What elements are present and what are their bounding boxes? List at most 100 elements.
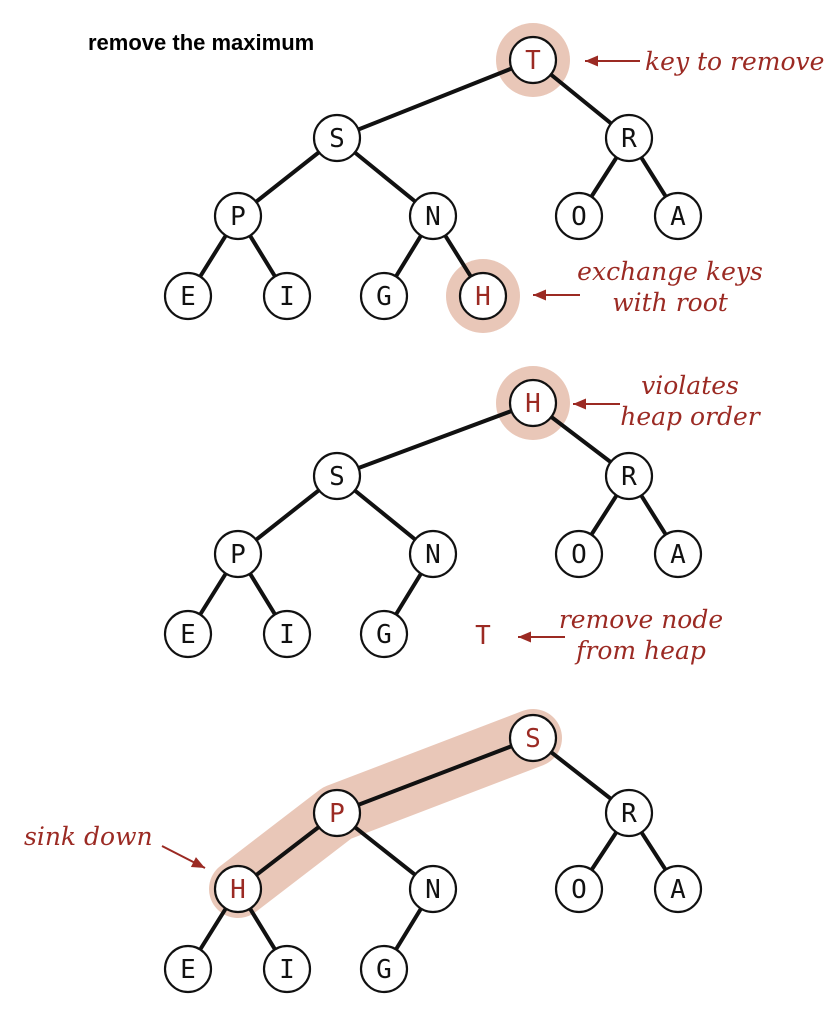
heap-node: H — [213, 864, 263, 914]
heap-node: A — [653, 191, 703, 241]
node-circle — [508, 713, 558, 763]
arrow-head-icon — [585, 55, 598, 67]
node-key: P — [230, 540, 246, 570]
heap-node: P — [213, 191, 263, 241]
node-circle — [408, 191, 458, 241]
arrow-head-icon — [190, 857, 205, 868]
node-key: O — [571, 875, 587, 905]
annotation-text: exchange keys — [577, 257, 763, 286]
heap-node: R — [604, 788, 654, 838]
node-key: R — [621, 124, 637, 154]
node-circle — [262, 944, 312, 994]
removed-key: T — [475, 621, 491, 651]
heap-node: G — [359, 609, 409, 659]
node-key: S — [329, 124, 345, 154]
heap-node: I — [262, 609, 312, 659]
heap-node: R — [604, 451, 654, 501]
node-circle — [312, 788, 362, 838]
tree-edge — [335, 58, 535, 140]
heap-node: P — [312, 788, 362, 838]
heap-node: H — [508, 378, 558, 428]
heap-node: G — [359, 271, 409, 321]
node-circle — [163, 944, 213, 994]
node-key: H — [230, 875, 246, 905]
heap-node: S — [508, 713, 558, 763]
heap-node: P — [213, 529, 263, 579]
node-circle — [163, 271, 213, 321]
heap-node: E — [163, 944, 213, 994]
node-key: A — [670, 875, 686, 905]
heap-node: N — [408, 191, 458, 241]
node-key: I — [279, 955, 295, 985]
node-circle — [359, 271, 409, 321]
heap-node: A — [653, 864, 703, 914]
heap-node: G — [359, 944, 409, 994]
node-key: E — [180, 620, 196, 650]
node-key: N — [425, 540, 441, 570]
heap-node: O — [554, 529, 604, 579]
node-circle — [312, 451, 362, 501]
node-key: E — [180, 955, 196, 985]
arrow-head-icon — [533, 289, 546, 301]
node-circle — [458, 271, 508, 321]
node-circle — [312, 113, 362, 163]
node-circle — [262, 271, 312, 321]
tree-edge — [335, 736, 535, 815]
node-circle — [508, 35, 558, 85]
node-circle — [604, 113, 654, 163]
tree-edge — [335, 401, 535, 478]
node-key: R — [621, 799, 637, 829]
node-key: E — [180, 282, 196, 312]
sink-path-highlight — [209, 709, 562, 918]
node-key: A — [670, 540, 686, 570]
node-circle — [408, 864, 458, 914]
heap-node: S — [312, 113, 362, 163]
node-key: I — [279, 282, 295, 312]
annotation: sink down — [24, 822, 206, 869]
node-key: R — [621, 462, 637, 492]
node-circle — [213, 864, 263, 914]
arrow-head-icon — [518, 631, 531, 643]
heap-node: H — [458, 271, 508, 321]
node-key: G — [376, 955, 392, 985]
node-circle — [554, 529, 604, 579]
heap-node: E — [163, 609, 213, 659]
heap-node: O — [554, 864, 604, 914]
heap-node: I — [262, 944, 312, 994]
annotation-text: sink down — [24, 822, 153, 851]
node-key: H — [525, 389, 541, 419]
heap-node: I — [262, 271, 312, 321]
node-circle — [604, 788, 654, 838]
annotation-text: remove node — [559, 605, 723, 634]
heap-node: A — [653, 529, 703, 579]
annotation-text: key to remove — [645, 47, 824, 76]
node-circle — [554, 864, 604, 914]
node-key: A — [670, 202, 686, 232]
node-key: P — [230, 202, 246, 232]
annotation-text: violates — [641, 371, 739, 400]
diagram-title: remove the maximum — [88, 30, 314, 55]
annotation: key to remove — [585, 47, 824, 76]
heap-node: E — [163, 271, 213, 321]
node-circle — [213, 191, 263, 241]
node-key: O — [571, 540, 587, 570]
annotation-text: from heap — [574, 636, 706, 665]
node-circle — [262, 609, 312, 659]
annotation-text: heap order — [620, 402, 762, 431]
heap-node: N — [408, 864, 458, 914]
node-circle — [508, 378, 558, 428]
node-circle — [653, 529, 703, 579]
arrow-head-icon — [573, 398, 586, 410]
node-key: H — [475, 282, 491, 312]
node-circle — [653, 191, 703, 241]
node-circle — [554, 191, 604, 241]
node-key: G — [376, 282, 392, 312]
heap-node: R — [604, 113, 654, 163]
